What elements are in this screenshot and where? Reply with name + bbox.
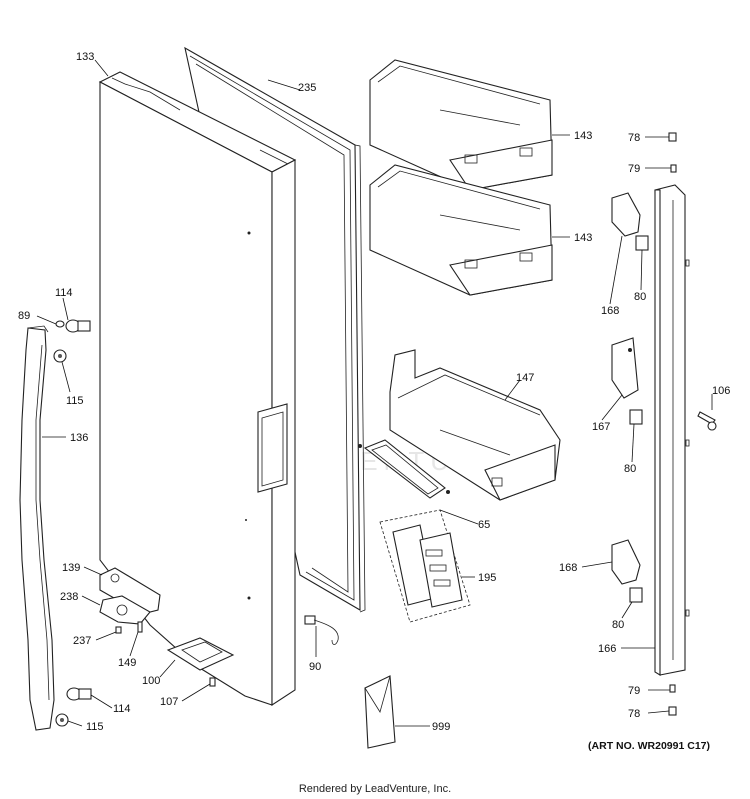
- callout-78-top: 78: [628, 132, 640, 144]
- callout-139: 139: [62, 562, 80, 574]
- control-board: [379, 509, 471, 623]
- callout-168-upper: 168: [601, 305, 619, 317]
- callout-999: 999: [432, 721, 450, 733]
- callout-195: 195: [478, 572, 496, 584]
- callout-90: 90: [309, 661, 321, 673]
- callout-115-top: 115: [66, 395, 84, 407]
- callout-133: 133: [76, 51, 94, 63]
- door-bin-upper: [369, 59, 553, 191]
- callout-65: 65: [478, 519, 490, 531]
- callout-78-bottom: 78: [628, 708, 640, 720]
- callout-237: 237: [73, 635, 91, 647]
- callout-238: 238: [60, 591, 78, 603]
- callout-79-top: 79: [628, 163, 640, 175]
- callout-168-lower: 168: [559, 562, 577, 574]
- side-rail: [654, 184, 690, 676]
- callout-143-lower: 143: [574, 232, 592, 244]
- callout-80-upper: 80: [634, 291, 646, 303]
- callout-89: 89: [18, 310, 30, 322]
- door-handle: [19, 325, 55, 731]
- door-panel: [98, 71, 297, 707]
- callout-147: 147: [516, 372, 534, 384]
- literature-envelope: [364, 675, 396, 749]
- trim-cover: [358, 439, 450, 499]
- callout-80-lower: 80: [612, 619, 624, 631]
- hinge-bracket-middle: [611, 337, 643, 425]
- callout-166: 166: [598, 643, 616, 655]
- footer-credit: Rendered by LeadVenture, Inc.: [299, 783, 451, 795]
- screws-top: [668, 132, 677, 173]
- callout-labels: 133 235 143 143 78 79 168 80 114 89 115 …: [18, 51, 730, 733]
- callout-114-top: 114: [55, 287, 73, 299]
- wire-harness: [304, 615, 339, 645]
- callout-79-bottom: 79: [628, 685, 640, 697]
- screws-bottom: [668, 684, 677, 716]
- art-number: (ART NO. WR20991 C17): [588, 740, 710, 752]
- callout-143-upper: 143: [574, 130, 592, 142]
- callout-149: 149: [118, 657, 136, 669]
- callout-107: 107: [160, 696, 178, 708]
- hinge-bracket-lower: [611, 539, 643, 603]
- leader-lines: [36, 59, 713, 727]
- bottom-hinge-plate: [166, 637, 235, 687]
- hinge-assembly: [99, 567, 161, 634]
- handle-fasteners-top: [53, 319, 91, 363]
- callout-136: 136: [70, 432, 88, 444]
- callout-106: 106: [712, 385, 730, 397]
- callout-167: 167: [592, 421, 610, 433]
- door-bin-147: [389, 349, 561, 501]
- callout-235: 235: [298, 82, 316, 94]
- callout-100: 100: [142, 675, 160, 687]
- door-bin-lower: [369, 164, 553, 296]
- callout-114-bottom: 114: [113, 703, 131, 715]
- hinge-bracket-upper: [611, 192, 649, 251]
- screw-106: [697, 411, 717, 431]
- callout-80-middle: 80: [624, 463, 636, 475]
- callout-115-bottom: 115: [86, 721, 104, 733]
- handle-fasteners-bottom: [55, 687, 92, 727]
